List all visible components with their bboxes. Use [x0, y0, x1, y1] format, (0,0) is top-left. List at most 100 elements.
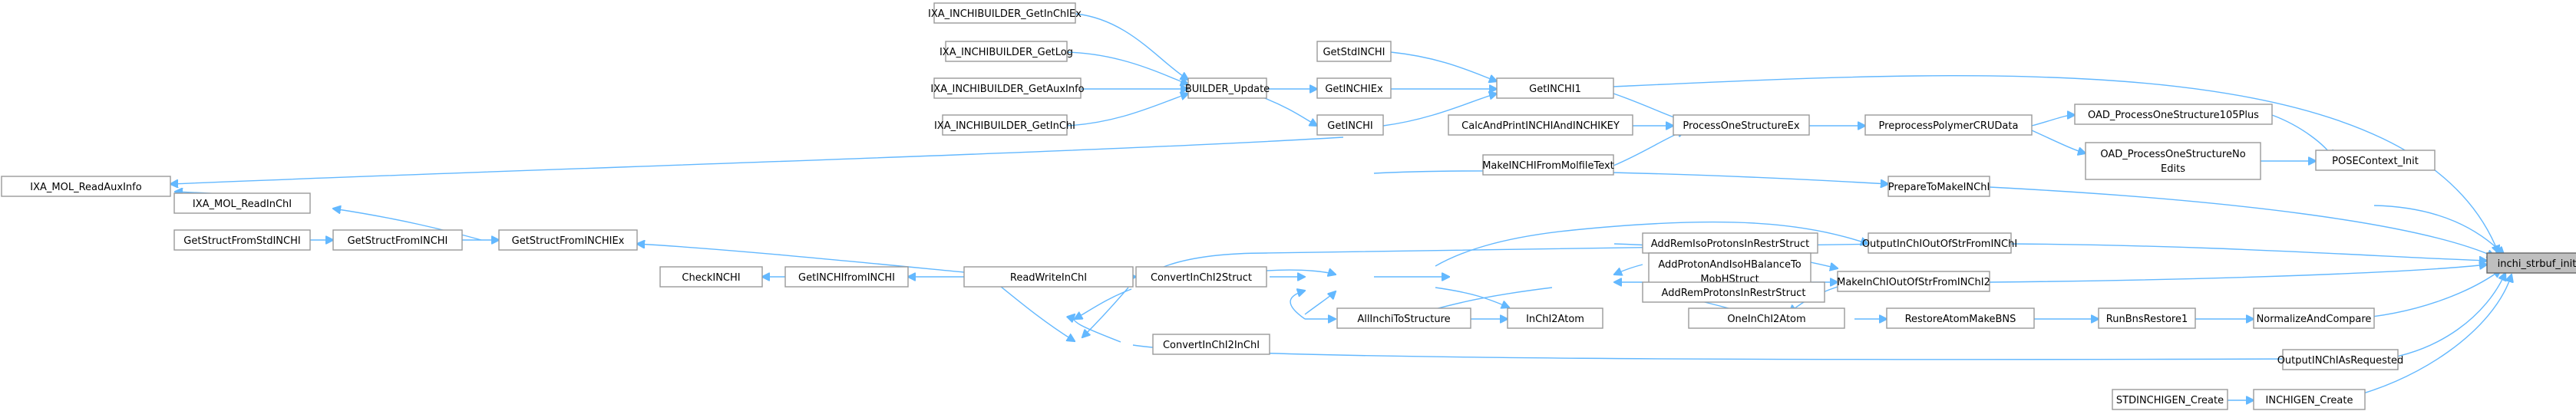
- node-label: PreprocessPolymerCRUData: [1879, 120, 2019, 132]
- node-box: [933, 2, 1076, 24]
- function-node[interactable]: AllInchiToStructure: [1336, 307, 1471, 329]
- function-node[interactable]: ConvertInChI2InChI: [1152, 334, 1270, 355]
- function-node[interactable]: NormalizeAndCompare: [2253, 307, 2375, 329]
- node-label: GetINCHI: [1327, 120, 1372, 132]
- node-label: OutputINChIAsRequested: [2277, 355, 2404, 367]
- function-node[interactable]: MakeINCHIFromMolfileText: [1482, 154, 1614, 176]
- edge: [1066, 51, 1188, 84]
- node-label: IXA_INCHIBUILDER_GetLog: [940, 47, 1073, 58]
- node-label: OAD_ProcessOneStructure105Plus: [2088, 110, 2259, 121]
- function-node[interactable]: GetINCHIfromINCHI: [784, 266, 909, 288]
- function-node[interactable]: AddRemProtonsInRestrStruct: [1642, 281, 1825, 303]
- node-label: AllInchiToStructure: [1357, 314, 1450, 325]
- node-box: [1187, 77, 1267, 99]
- node-label: POSEContext_Init: [2332, 156, 2419, 167]
- edge: [1989, 265, 2487, 283]
- function-node[interactable]: RunBnsRestore1: [2098, 307, 2196, 329]
- function-node[interactable]: InChI2Atom: [1507, 307, 1603, 329]
- edge: [2010, 243, 2487, 261]
- edges: [170, 13, 2512, 400]
- function-node[interactable]: IXA_MOL_ReadInChI: [173, 192, 311, 214]
- node-label: InChI2Atom: [1526, 314, 1584, 325]
- function-node[interactable]: STDINCHIGEN_Create: [2112, 389, 2228, 410]
- edge: [1613, 74, 2498, 253]
- edge: [2031, 115, 2075, 127]
- node-label: GetStdINCHI: [1323, 47, 1385, 58]
- node-label: CheckINCHI: [682, 272, 740, 284]
- node-label: OneInChI2Atom: [1727, 314, 1805, 325]
- function-node[interactable]: GetStdINCHI: [1316, 41, 1392, 62]
- function-node[interactable]: MakeInChIOutOfStrFromINChI2: [1837, 271, 1990, 292]
- function-node[interactable]: IXA_INCHIBUILDER_GetInChI: [934, 114, 1075, 136]
- function-node[interactable]: PrepareToMakeINChI: [1887, 176, 1990, 197]
- edge: [1266, 270, 1336, 275]
- function-node[interactable]: ProcessOneStructureEx: [1673, 114, 1810, 136]
- function-node[interactable]: INCHIGEN_Create: [2253, 389, 2366, 410]
- node-label: RunBnsRestore1: [2106, 314, 2188, 325]
- function-node[interactable]: OutputINChIAsRequested: [2277, 349, 2404, 370]
- function-node[interactable]: ConvertInChI2Struct: [1135, 266, 1267, 288]
- function-node[interactable]: OneInChI2Atom: [1688, 307, 1845, 329]
- function-node[interactable]: IXA_INCHIBUILDER_GetLog: [940, 41, 1073, 62]
- node-label: PrepareToMakeINChI: [1888, 182, 1990, 193]
- node-label: ProcessOneStructureEx: [1683, 120, 1799, 132]
- node-box: [2253, 389, 2366, 410]
- function-node[interactable]: POSEContext_Init: [2315, 150, 2436, 171]
- edge: [1258, 95, 1317, 126]
- function-node[interactable]: GetStructFromINCHIEx: [498, 229, 638, 251]
- edge: [1373, 170, 1888, 184]
- function-node[interactable]: IXA_MOL_ReadAuxInfo: [1, 176, 171, 197]
- node-label: AddRemIsoProtonsInRestrStruct: [1651, 238, 1809, 250]
- function-node[interactable]: GetINCHI1: [1496, 77, 1614, 99]
- function-node[interactable]: OutputInChIOutOfStrFromINChI: [1862, 232, 2017, 254]
- node-box: [173, 229, 311, 251]
- node-label: RestoreAtomMakeBNS: [1905, 314, 2016, 325]
- function-node[interactable]: IXA_INCHIBUILDER_GetInChIEx: [928, 2, 1082, 24]
- node-label: ConvertInChI2InChI: [1163, 340, 1260, 351]
- node-box: [1642, 232, 1818, 254]
- function-node[interactable]: CalcAndPrintINCHIAndINCHIKEY: [1448, 114, 1633, 136]
- node-label: NormalizeAndCompare: [2257, 314, 2372, 325]
- edge: [1382, 94, 1497, 127]
- node-box: [2253, 307, 2375, 329]
- node-box: [498, 229, 638, 251]
- node-label: ReadWriteInChI: [1010, 272, 1087, 284]
- function-node[interactable]: PreprocessPolymerCRUData: [1864, 114, 2033, 136]
- function-node[interactable]: inchi_strbuf_init: [2486, 252, 2576, 274]
- node-box: [2282, 349, 2399, 370]
- edge: [637, 244, 965, 273]
- node-label: OutputInChIOutOfStrFromINChI: [1862, 238, 2017, 250]
- edge: [1290, 291, 1305, 320]
- node-label: GetINCHIfromINCHI: [798, 272, 895, 284]
- function-node[interactable]: IXA_INCHIBUILDER_GetAuxInfo: [930, 77, 1085, 99]
- edge: [2373, 273, 2505, 361]
- function-node[interactable]: CheckINCHI: [659, 266, 763, 288]
- node-label: inchi_strbuf_init: [2498, 258, 2576, 270]
- node-box: [2098, 307, 2196, 329]
- node-label: IXA_INCHIBUILDER_GetAuxInfo: [930, 84, 1084, 95]
- function-node[interactable]: ReadWriteInChI: [963, 266, 1134, 288]
- function-node[interactable]: OAD_ProcessOneStructure105Plus: [2074, 104, 2273, 125]
- node-label: ConvertInChI2Struct: [1151, 272, 1252, 284]
- function-node[interactable]: GetStructFromStdINCHI: [173, 229, 311, 251]
- node-box: [659, 266, 763, 288]
- edge: [1435, 221, 1868, 267]
- function-node[interactable]: AddRemIsoProtonsInRestrStruct: [1642, 232, 1818, 254]
- function-node[interactable]: RestoreAtomMakeBNS: [1886, 307, 2035, 329]
- node-box: [945, 41, 1068, 62]
- edge: [1066, 94, 1188, 127]
- function-node[interactable]: GetINCHI: [1316, 114, 1384, 136]
- node-box: [1673, 114, 1810, 136]
- function-node[interactable]: BUILDER_Update: [1185, 77, 1270, 99]
- function-node[interactable]: GetINCHIEx: [1316, 77, 1392, 99]
- node-label: GetStructFromStdINCHI: [183, 235, 300, 247]
- node-box: [942, 114, 1068, 136]
- node-box: [1316, 77, 1392, 99]
- node-box: [1864, 114, 2033, 136]
- node-label: STDINCHIGEN_Create: [2116, 395, 2224, 406]
- node-box: [2074, 104, 2273, 125]
- node-label: BUILDER_Update: [1185, 84, 1270, 95]
- function-node[interactable]: GetStructFromINCHI: [332, 229, 463, 251]
